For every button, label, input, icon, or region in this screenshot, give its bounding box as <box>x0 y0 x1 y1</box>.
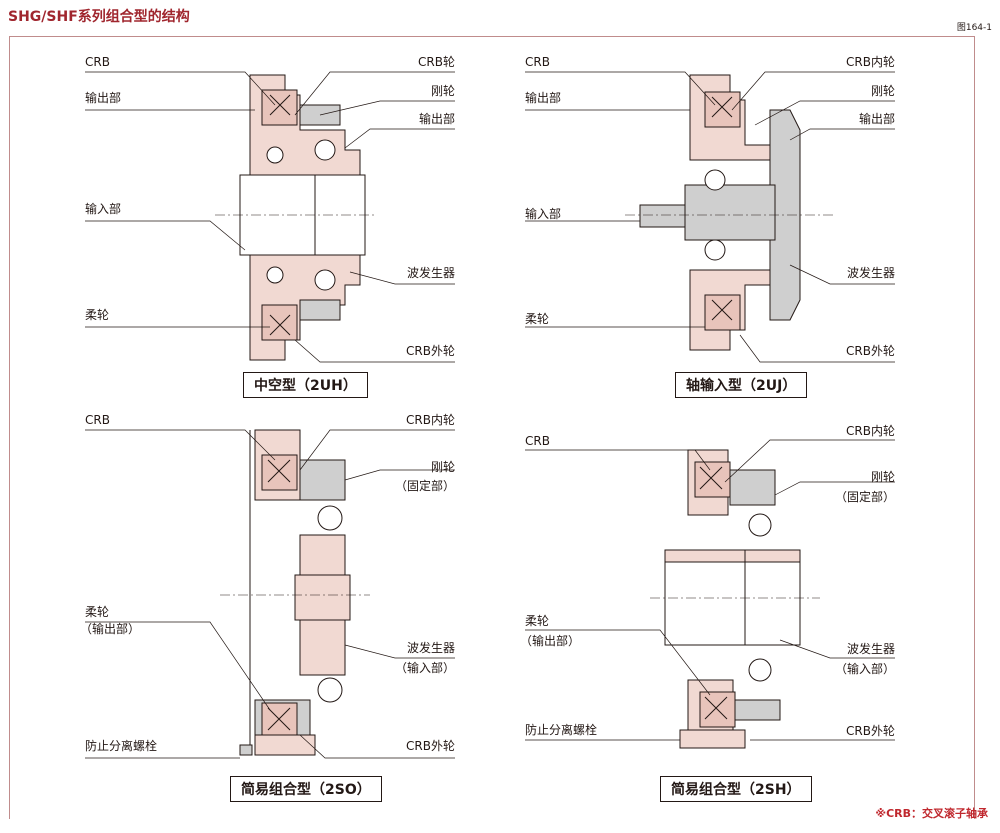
footnote-crb: ※CRB：交叉滚子轴承 <box>875 807 988 820</box>
label-crb: CRB <box>85 55 110 69</box>
label-wave-generator: 波发生器 <box>406 641 455 655</box>
label-input: 输入部 <box>85 202 122 216</box>
caption-2so: 简易组合型（2SO） <box>230 776 382 802</box>
label-anti-separation-bolt: 防止分离螺栓 <box>525 723 598 737</box>
diagram-2uh <box>85 71 455 363</box>
label-flexspline-note: （输出部） <box>80 622 141 636</box>
label-crb-ring: CRB轮 <box>418 55 455 69</box>
diagram-2sh <box>525 439 895 749</box>
label-crb: CRB <box>525 55 550 69</box>
label-output: 输出部 <box>85 91 122 105</box>
panel-2uh: CRB 输出部 输入部 柔轮 CRB轮 刚轮 输出部 波发生器 CRB外轮 中空… <box>0 0 500 400</box>
label-circular-spline: 刚轮 <box>430 84 455 98</box>
label-crb-inner-ring: CRB内轮 <box>846 55 895 69</box>
panel-2uj: CRB 输出部 输入部 柔轮 CRB内轮 刚轮 输出部 波发生器 CRB外轮 轴… <box>500 0 1000 400</box>
page-title: SHG/SHF系列组合型的结构 <box>8 9 190 25</box>
label-circular-spline-note: （固定部） <box>394 479 455 493</box>
label-flexspline: 柔轮 <box>525 614 550 628</box>
label-output-right: 输出部 <box>858 112 895 126</box>
label-anti-separation-bolt: 防止分离螺栓 <box>85 739 158 753</box>
label-output: 输出部 <box>525 91 562 105</box>
label-wave-generator-note: （输入部） <box>834 662 895 676</box>
label-wave-generator-note: （输入部） <box>394 661 455 675</box>
figure-frame <box>9 36 975 819</box>
label-crb: CRB <box>525 434 550 448</box>
label-flexspline: 柔轮 <box>525 312 550 326</box>
label-crb-outer-ring: CRB外轮 <box>846 724 895 738</box>
caption-2sh: 简易组合型（2SH） <box>660 776 812 802</box>
label-crb: CRB <box>85 413 110 427</box>
label-crb-inner-ring: CRB内轮 <box>846 424 895 438</box>
label-circular-spline-note: （固定部） <box>834 490 895 504</box>
label-wave-generator: 波发生器 <box>846 642 895 656</box>
caption-2uj: 轴输入型（2UJ） <box>675 372 808 398</box>
label-input: 输入部 <box>525 207 562 221</box>
label-crb-outer-ring: CRB外轮 <box>846 344 895 358</box>
label-flexspline: 柔轮 <box>85 308 110 322</box>
diagram-2so <box>85 429 455 759</box>
label-crb-outer-ring: CRB外轮 <box>406 739 455 753</box>
label-wave-generator: 波发生器 <box>846 266 895 280</box>
label-circular-spline: 刚轮 <box>430 460 455 474</box>
caption-2uh: 中空型（2UH） <box>243 372 368 398</box>
label-output-right: 输出部 <box>418 112 455 126</box>
label-circular-spline: 刚轮 <box>870 84 895 98</box>
panel-2sh: CRB 柔轮 （输出部） 防止分离螺栓 CRB内轮 刚轮 （固定部） 波发生器 … <box>500 400 1000 802</box>
label-flexspline: 柔轮 <box>85 605 110 619</box>
label-wave-generator: 波发生器 <box>406 266 455 280</box>
label-circular-spline: 刚轮 <box>870 470 895 484</box>
panel-2so: CRB 柔轮 （输出部） 防止分离螺栓 CRB内轮 刚轮 （固定部） 波发生器 … <box>0 400 500 802</box>
label-crb-outer-ring: CRB外轮 <box>406 344 455 358</box>
figure-number: 图164-1 <box>956 23 992 33</box>
label-flexspline-note: （输出部） <box>520 634 581 648</box>
label-crb-inner-ring: CRB内轮 <box>406 413 455 427</box>
diagram-2uj <box>525 71 895 363</box>
